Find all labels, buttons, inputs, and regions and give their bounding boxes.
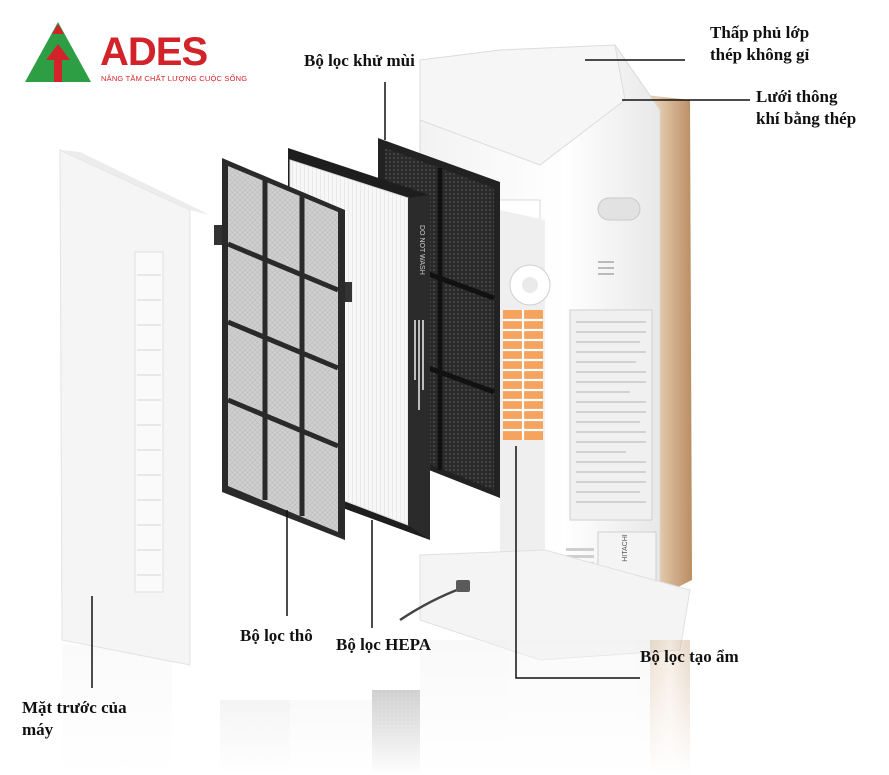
pre-filter (214, 158, 352, 540)
leader-lines (91, 82, 750, 688)
front-panel (59, 149, 210, 666)
label-hepa-filter: Bộ lọc HEPA (336, 635, 432, 654)
logo-tagline: NÂNG TẦM CHẤT LƯỢNG CUỘC SỐNG (101, 74, 248, 83)
label-stainless-top-line2: thép không gỉ (710, 45, 810, 64)
label-steel-vent-line2: khí bằng thép (756, 109, 857, 128)
label-pre-filter: Bộ lọc thô (240, 626, 313, 645)
label-steel-vent-line1: Lưới thông (756, 87, 838, 106)
label-stainless-top-line1: Thấp phủ lớp (710, 23, 810, 42)
ades-logo-mark (25, 22, 91, 82)
label-front-panel: Mặt trước của máy (22, 697, 127, 741)
label-stainless-top: Thấp phủ lớp thép không gỉ (710, 22, 809, 66)
label-deodorizing-filter: Bộ lọc khử mùi (304, 51, 415, 70)
logo-brand: ADES (100, 30, 208, 74)
label-steel-vent: Lưới thông khí bằng thép (756, 86, 856, 130)
label-front-panel-line1: Mặt trước của (22, 698, 127, 717)
ades-logo: ADES (100, 30, 208, 75)
label-humidifying-filter: Bộ lọc tạo ẩm (640, 647, 739, 666)
unit-brand-mark: HITACHI (622, 534, 629, 562)
label-front-panel-line2: máy (22, 720, 54, 739)
humidifying-filter-element (503, 310, 543, 440)
hepa-side-mark: DO NOT WASH (418, 225, 425, 275)
